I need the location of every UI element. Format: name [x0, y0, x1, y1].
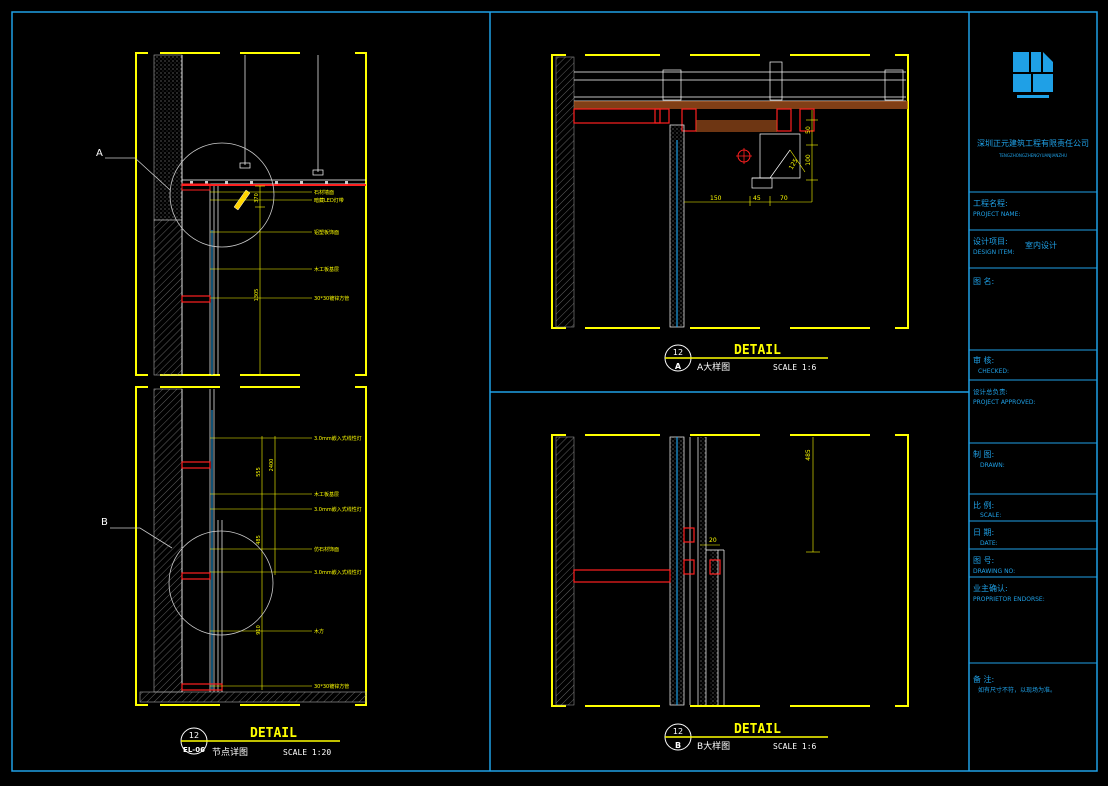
note-bottom-3: 3.0mm嵌入式线性灯: [314, 506, 362, 513]
detail-b-name: B大样图: [697, 740, 730, 752]
dim-left-370: 370: [254, 193, 260, 203]
approved-label-en: PROJECT APPROVED:: [973, 399, 1036, 406]
dim-a-70: 70: [780, 195, 788, 202]
scale-label: 比 例:: [973, 500, 994, 510]
note-bottom-2: 木工板基层: [314, 491, 339, 498]
detail-a-sheet: A: [675, 362, 682, 371]
left-detail-label: 12 EL-06 DETAIL 节点详图 SCALE 1:20: [180, 726, 340, 758]
detail-a-drawing: 150 45 70 50 100 125: [551, 54, 909, 329]
note-bottom-6: 木方: [314, 628, 324, 635]
dim-left-485: 485: [256, 535, 262, 545]
company-logo: [1011, 50, 1054, 100]
design-item-value: 室内设计: [1025, 240, 1057, 250]
drawing-name-label: 图 名:: [973, 276, 994, 286]
left-detail-heading: DETAIL: [250, 726, 297, 741]
project-name-label-en: PROJECT NAME:: [973, 211, 1020, 218]
dim-a-125: 125: [788, 157, 800, 171]
endorse-label-en: PROPRIETOR ENDORSE:: [973, 596, 1045, 603]
company-name-cn: 深圳正元建筑工程有限责任公司: [977, 138, 1089, 148]
left-bottom-frame: [135, 386, 367, 706]
dim-a-50: 50: [805, 126, 812, 134]
notes-label: 备 注:: [973, 674, 994, 684]
left-detail-scale: SCALE 1:20: [283, 748, 331, 757]
note-bottom-1: 3.0mm嵌入式线性灯: [314, 435, 362, 442]
drawing-no-label-en: DRAWING NO:: [973, 568, 1015, 575]
note-bottom-5: 3.0mm嵌入式线性灯: [314, 569, 362, 576]
left-detail-name: 节点详图: [212, 746, 248, 758]
detail-a-scale: SCALE 1:6: [773, 363, 817, 372]
detail-a-label: 12 A DETAIL A大样图 SCALE 1:6: [664, 343, 828, 373]
detail-a-name: A大样图: [697, 361, 730, 373]
detail-a-heading: DETAIL: [734, 343, 781, 358]
callout-a-label: A: [96, 148, 103, 159]
approved-label: 设计总负责:: [973, 387, 1008, 396]
sheet-frame: [11, 11, 1098, 772]
dim-a-100: 100: [805, 154, 812, 166]
callout-b-label: B: [101, 517, 108, 528]
endorse-label: 业主确认:: [973, 583, 1008, 593]
detail-b-number: 12: [673, 727, 683, 736]
dim-b-20: 20: [709, 537, 717, 544]
design-item-label-en: DESIGN ITEM:: [973, 249, 1014, 256]
date-label: 日 期:: [973, 528, 994, 537]
detail-b-drawing: 485 20: [551, 434, 909, 707]
scale-label-en: SCALE:: [980, 512, 1001, 519]
design-item-label: 设计项目:: [973, 236, 1008, 246]
detail-b-scale: SCALE 1:6: [773, 742, 817, 751]
dim-a-45: 45: [753, 195, 761, 202]
note-bottom-7: 30*30镀锌方管: [314, 683, 349, 690]
note-top-2: 暗藏LED灯带: [314, 197, 344, 204]
project-name-label: 工程名程:: [973, 198, 1008, 208]
left-detail-sheet: EL-06: [183, 746, 205, 754]
note-top-4: 木工板基层: [314, 266, 339, 273]
note-top-5: 30*30镀锌方管: [314, 295, 349, 302]
note-top-3: 铝塑板饰面: [314, 229, 339, 236]
company-name-en: TENGZHONGZHENGYUANJIANZHU: [998, 153, 1067, 158]
dim-left-2400: 2400: [269, 459, 275, 472]
detail-b-label: 12 B DETAIL B大样图 SCALE 1:6: [664, 722, 828, 752]
checked-label: 审 核:: [973, 355, 994, 365]
detail-b-heading: DETAIL: [734, 722, 781, 737]
note-top-1: 石材墙面: [314, 189, 334, 196]
left-detail-number: 12: [189, 731, 199, 740]
detail-a-number: 12: [673, 348, 683, 357]
dim-b-485: 485: [805, 449, 812, 461]
drawn-label: 制 图:: [973, 449, 994, 459]
dim-left-555: 555: [256, 467, 262, 477]
detail-b-sheet: B: [675, 741, 681, 750]
drawing-no-label: 图 号:: [973, 556, 994, 565]
dim-left-1305: 1305: [254, 289, 260, 302]
notes-text: 如有尺寸不符，以现场为准。: [978, 686, 1056, 694]
dim-left-910: 910: [256, 625, 262, 635]
date-label-en: DATE:: [980, 540, 998, 547]
note-bottom-4: 仿石材饰面: [314, 546, 339, 553]
drawn-label-en: DRAWN:: [980, 462, 1005, 469]
title-block: 深圳正元建筑工程有限责任公司 TENGZHONGZHENGYUANJIANZHU…: [969, 50, 1097, 694]
left-section-drawing: [105, 52, 367, 706]
dim-a-150: 150: [710, 195, 722, 202]
checked-label-en: CHECKED:: [978, 368, 1009, 375]
